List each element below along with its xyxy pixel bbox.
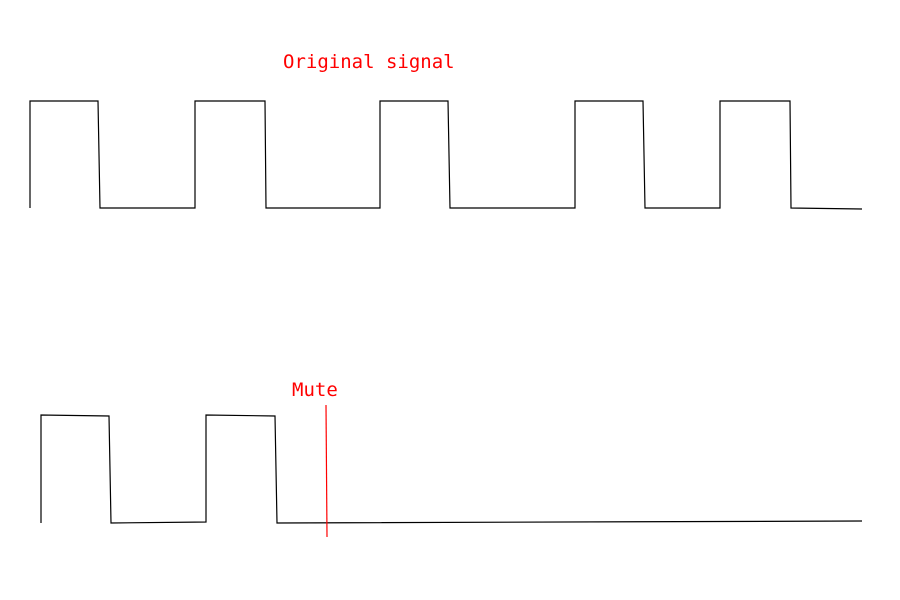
muted-square-wave — [40, 414, 863, 524]
mute-marker-line — [325, 404, 328, 538]
mute-label: Mute — [292, 379, 338, 401]
original-square-wave — [29, 100, 863, 210]
original-signal-label: Original signal — [283, 51, 455, 73]
